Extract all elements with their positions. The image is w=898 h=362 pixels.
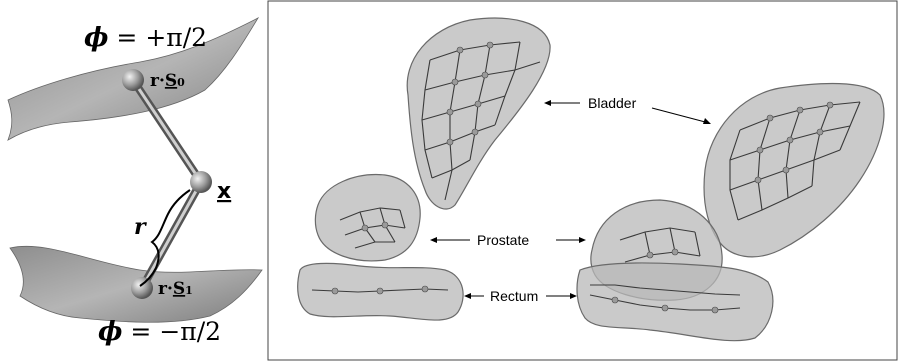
sphere-s0 xyxy=(122,69,144,91)
sphere-x xyxy=(190,171,212,193)
r-label: r xyxy=(134,214,147,240)
prostate-shell-left xyxy=(315,175,420,261)
top-phi-label: ϕ = +π/2 xyxy=(84,23,207,53)
bladder-label: Bladder xyxy=(588,95,637,111)
sphere-s1 xyxy=(131,277,153,299)
bottom-phi-label: ϕ = −π/2 xyxy=(98,317,221,347)
x-label: x xyxy=(217,179,231,204)
prostate-label-text: Prostate xyxy=(477,232,529,248)
left-panel: ϕ = +π/2 r·S0 x r r·S1 ϕ = −π/2 xyxy=(8,18,262,347)
rectum-label: Rectum xyxy=(490,288,538,304)
